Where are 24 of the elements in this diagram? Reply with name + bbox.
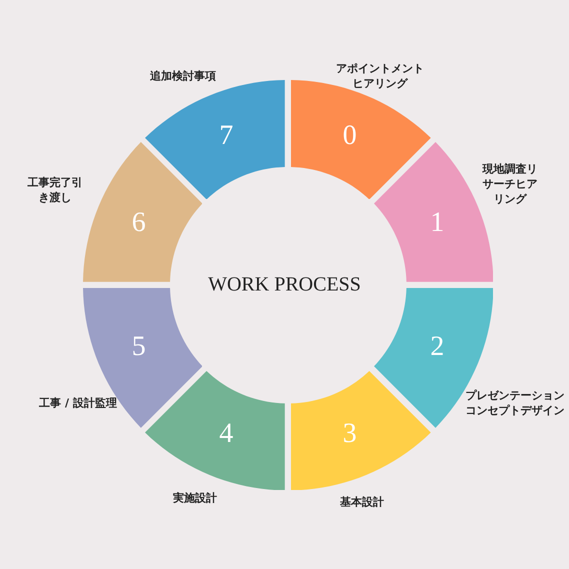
- ring-segment: [83, 288, 202, 428]
- ring-segment: [145, 80, 285, 200]
- step-caption: 工事 / 設計監理: [38, 396, 118, 410]
- step-number: 4: [219, 419, 234, 450]
- diagram-title: WORK PROCESS: [208, 274, 361, 296]
- ring-segment: [145, 370, 285, 490]
- ring-segment: [83, 142, 202, 282]
- step-number: 2: [430, 332, 444, 362]
- step-caption: アポイントメントヒアリング: [335, 61, 425, 91]
- step-number: 6: [132, 208, 146, 238]
- step-number: 7: [219, 120, 234, 151]
- step-caption: 現地調査リサーチヒアリング: [481, 162, 538, 206]
- step-number: 0: [342, 120, 357, 151]
- step-caption: プレゼンテーションコンセプトデザイン: [465, 388, 565, 418]
- ring-segment: [290, 80, 431, 200]
- ring-segment: [374, 142, 493, 282]
- step-caption: 基本設計: [339, 494, 385, 510]
- ring-segment: [290, 370, 431, 490]
- step-caption: 工事完了引き渡し: [26, 175, 84, 205]
- step-number: 1: [430, 208, 444, 238]
- step-caption: 追加検討事項: [149, 68, 217, 84]
- step-number: 3: [342, 419, 357, 450]
- step-caption: 実施設計: [172, 490, 218, 506]
- step-number: 5: [132, 332, 146, 362]
